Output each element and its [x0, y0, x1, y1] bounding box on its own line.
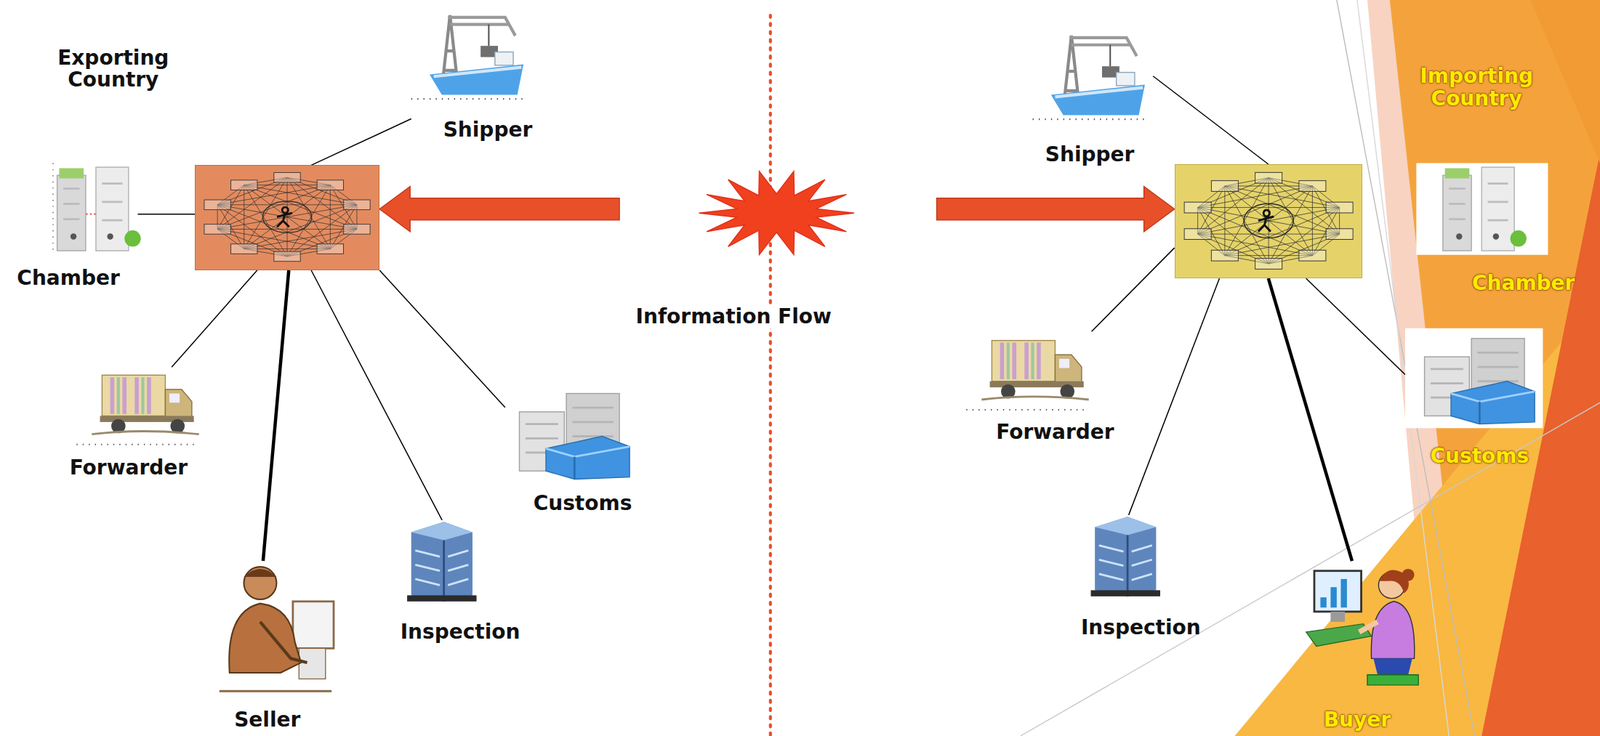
network-box — [343, 199, 371, 211]
network-box — [1184, 202, 1212, 213]
hub-box — [1174, 164, 1363, 279]
network-line — [243, 185, 245, 250]
node-label: Shipper — [1045, 143, 1135, 167]
hub-box — [194, 165, 380, 271]
link-line — [1306, 278, 1406, 375]
country-heading: Importing Country — [1403, 65, 1550, 111]
link-line — [1128, 278, 1220, 516]
network-graphic — [1175, 165, 1362, 278]
network-box — [231, 244, 258, 255]
node-label: Chamber — [1472, 272, 1575, 296]
node-label: Inspection — [400, 621, 521, 645]
network-line — [1224, 186, 1225, 256]
participant-node: Inspection — [397, 520, 524, 647]
link-line — [311, 270, 442, 521]
network-box — [343, 224, 371, 235]
info-burst: Information Flow — [619, 168, 938, 331]
network-box — [204, 224, 231, 235]
network-line — [217, 204, 357, 206]
network-box — [274, 173, 301, 184]
participant-node: Inspection — [1078, 515, 1204, 642]
network-box — [274, 252, 301, 263]
network-graphic — [195, 165, 379, 270]
flow-arrow — [937, 186, 1175, 232]
node-label: Shipper — [443, 119, 533, 142]
runner-figure — [276, 207, 293, 227]
node-label: Buyer — [1323, 709, 1391, 733]
link-line — [137, 213, 195, 216]
network-box — [1211, 181, 1238, 192]
network-ring — [1243, 203, 1294, 238]
network-line — [1197, 207, 1340, 208]
network-box — [231, 180, 258, 191]
network-line — [244, 185, 357, 230]
network-line — [1224, 186, 1340, 235]
network-line — [1224, 186, 1313, 256]
participant-node: Seller — [219, 561, 337, 734]
participant-node: Forwarder — [979, 331, 1118, 446]
network-line — [217, 204, 331, 250]
participant-node: Customs — [505, 389, 643, 518]
network-line — [1224, 186, 1313, 256]
participant-node: Buyer — [1306, 561, 1419, 734]
link-line — [311, 119, 412, 166]
network-box — [1325, 228, 1353, 240]
network-line — [244, 185, 331, 250]
node-label: Chamber — [16, 267, 120, 291]
node-label: Information Flow — [634, 306, 834, 329]
network-box — [1211, 250, 1238, 261]
node-label: Customs — [533, 492, 633, 516]
node-label: Customs — [1430, 445, 1530, 469]
network-box — [1254, 172, 1282, 184]
link-line — [263, 270, 289, 562]
network-line — [1197, 207, 1313, 256]
link-line — [1091, 247, 1175, 332]
network-box — [316, 180, 344, 191]
participant-node: Chamber — [13, 163, 138, 293]
node-label: Forwarder — [995, 421, 1114, 445]
network-ring — [263, 201, 312, 233]
network-line — [1197, 234, 1340, 235]
link-line — [1268, 278, 1353, 562]
network-box — [1254, 258, 1282, 270]
network-box — [204, 199, 231, 211]
network-box — [316, 244, 344, 255]
network-box — [1184, 228, 1212, 240]
node-label: Inspection — [1080, 617, 1201, 640]
node-label: Seller — [234, 709, 301, 733]
participant-node: Chamber — [1416, 163, 1578, 298]
flow-arrow — [379, 186, 620, 232]
link-line — [1152, 76, 1269, 165]
participant-node: Customs — [1405, 328, 1543, 471]
runner-figure — [1258, 210, 1274, 232]
network-line — [217, 228, 357, 230]
participant-node: Forwarder — [66, 367, 200, 482]
participant-node: Shipper — [411, 5, 536, 144]
country-heading: Exporting Country — [40, 47, 187, 93]
participant-node: Shipper — [1032, 25, 1154, 169]
link-line — [171, 270, 258, 368]
link-line — [379, 270, 506, 408]
network-line — [244, 185, 331, 250]
node-label: Forwarder — [69, 457, 188, 480]
network-box — [1299, 250, 1326, 261]
network-box — [1299, 181, 1326, 192]
network-box — [1325, 202, 1353, 213]
